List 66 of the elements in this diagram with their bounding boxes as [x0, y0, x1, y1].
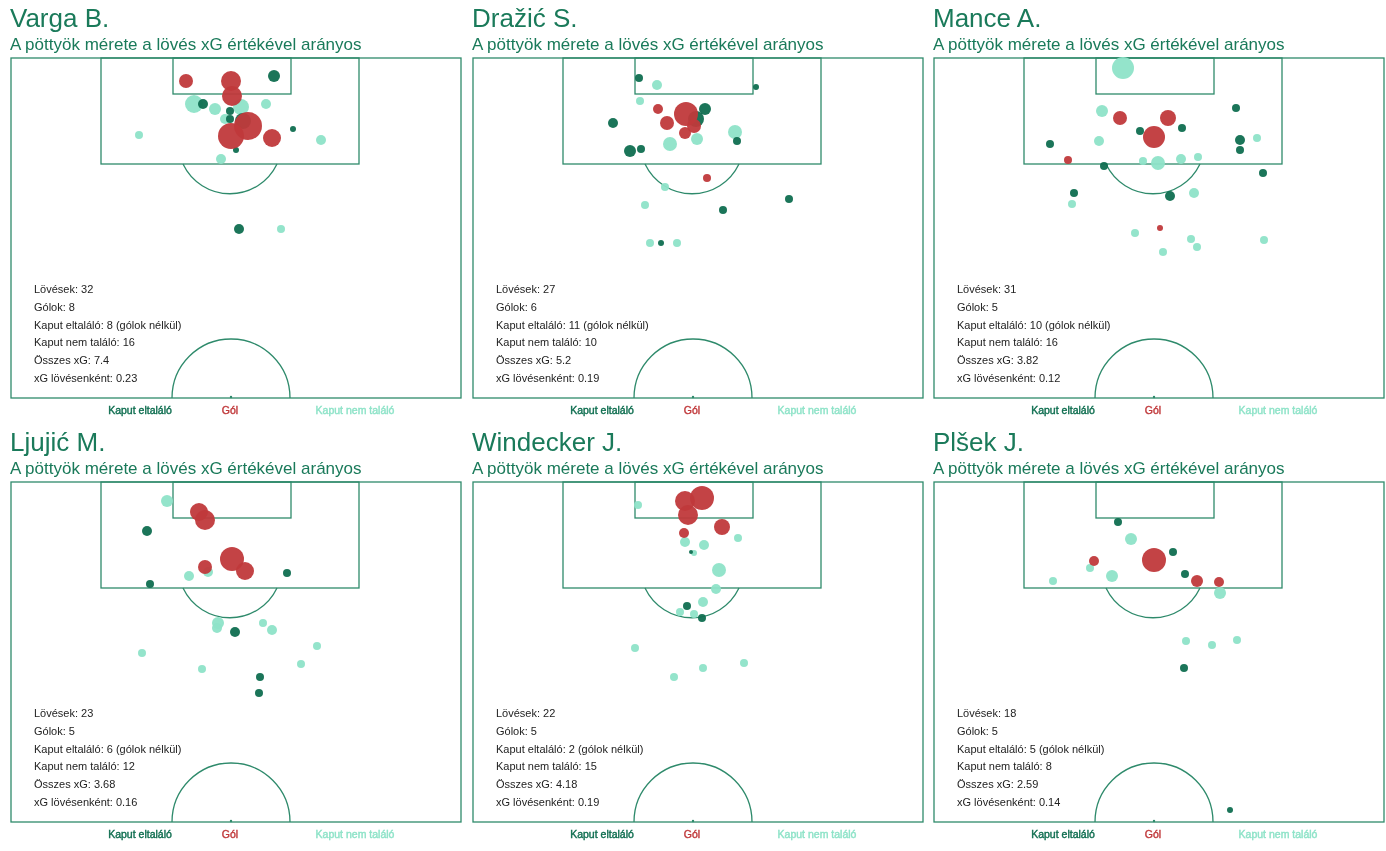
stat-line: Kaput nem találó: 15: [496, 760, 597, 774]
player-name-heading: Varga B.: [10, 3, 110, 33]
stat-line: Lövések: 27: [496, 283, 556, 296]
player-name-heading: Dražić S.: [472, 3, 578, 33]
legend-label: Gól: [683, 828, 701, 840]
legend-label: Kaput eltaláló: [570, 404, 634, 416]
legend-label: Kaput nem találó: [315, 828, 395, 840]
legend-label: Gól: [1144, 828, 1162, 840]
stat-line: Gólok: 6: [496, 300, 537, 314]
stat-line: Gólok: 5: [957, 300, 998, 314]
legend-label: Gól: [221, 828, 239, 840]
player-name-heading: Ljujić M.: [10, 427, 106, 457]
stat-line: Kaput eltaláló: 11 (gólok nélkül): [496, 318, 649, 332]
stat-line: Kaput nem találó: 16: [34, 336, 135, 350]
stat-line: Lövések: 23: [34, 707, 94, 720]
stat-line: xG lövésenként: 0.19: [496, 372, 600, 385]
player-name-heading: Plšek J.: [933, 427, 1025, 457]
stat-line: xG lövésenként: 0.23: [34, 372, 138, 385]
legend-label: Kaput nem találó: [1238, 828, 1318, 840]
stat-line: Kaput eltaláló: 2 (gólok nélkül): [496, 742, 644, 756]
stat-line: Lövések: 22: [496, 707, 556, 720]
stat-line: Kaput nem találó: 16: [957, 336, 1058, 350]
legend-label: Kaput nem találó: [777, 828, 857, 840]
stat-line: Összes xG: 3.68: [34, 778, 116, 792]
legend-label: Gól: [1144, 404, 1162, 416]
stat-line: Kaput eltaláló: 10 (gólok nélkül): [957, 318, 1111, 332]
stat-line: Összes xG: 4.18: [496, 778, 578, 792]
stat-line: xG lövésenként: 0.16: [34, 796, 138, 809]
stat-line: Összes xG: 2.59: [957, 778, 1039, 792]
stat-line: xG lövésenként: 0.14: [957, 796, 1061, 809]
legend-label: Kaput eltaláló: [108, 404, 172, 416]
stat-line: Összes xG: 5.2: [496, 354, 572, 368]
player-name-heading: Mance A.: [933, 3, 1042, 33]
subtitle: A pöttyök mérete a lövés xG értékével arányos: [472, 459, 824, 479]
stat-line: Lövések: 18: [957, 707, 1017, 720]
legend-label: Gól: [221, 404, 239, 416]
legend-label: Gól: [683, 404, 701, 416]
stat-line: Gólok: 8: [34, 300, 75, 314]
subtitle: A pöttyök mérete a lövés xG értékével arányos: [472, 35, 824, 55]
stat-line: Kaput nem találó: 8: [957, 760, 1052, 774]
legend-label: Kaput eltaláló: [1031, 404, 1095, 416]
stat-line: Gólok: 5: [957, 724, 998, 738]
legend-label: Kaput nem találó: [1238, 404, 1318, 416]
stat-line: Kaput nem találó: 10: [496, 336, 597, 350]
stat-line: xG lövésenként: 0.19: [496, 796, 600, 809]
subtitle: A pöttyök mérete a lövés xG értékével arányos: [933, 35, 1285, 55]
stat-line: Összes xG: 7.4: [34, 354, 110, 368]
legend-label: Kaput eltaláló: [570, 828, 634, 840]
player-name-heading: Windecker J.: [472, 427, 623, 457]
stat-line: Kaput eltaláló: 8 (gólok nélkül): [34, 318, 182, 332]
subtitle: A pöttyök mérete a lövés xG értékével arányos: [10, 459, 362, 479]
subtitle: A pöttyök mérete a lövés xG értékével arányos: [933, 459, 1285, 479]
legend-label: Kaput nem találó: [315, 404, 395, 416]
stat-line: Lövések: 32: [34, 283, 94, 296]
stat-line: Kaput nem találó: 12: [34, 760, 135, 774]
stat-line: Gólok: 5: [34, 724, 75, 738]
legend-label: Kaput eltaláló: [1031, 828, 1095, 840]
stat-line: Kaput eltaláló: 6 (gólok nélkül): [34, 742, 182, 756]
stat-line: xG lövésenként: 0.12: [957, 372, 1061, 385]
legend-label: Kaput eltaláló: [108, 828, 172, 840]
stat-line: Lövések: 31: [957, 283, 1017, 296]
stat-line: Összes xG: 3.82: [957, 354, 1039, 368]
stat-line: Kaput eltaláló: 5 (gólok nélkül): [957, 742, 1105, 756]
subtitle: A pöttyök mérete a lövés xG értékével arányos: [10, 35, 362, 55]
stat-line: Gólok: 5: [496, 724, 537, 738]
legend-label: Kaput nem találó: [777, 404, 857, 416]
